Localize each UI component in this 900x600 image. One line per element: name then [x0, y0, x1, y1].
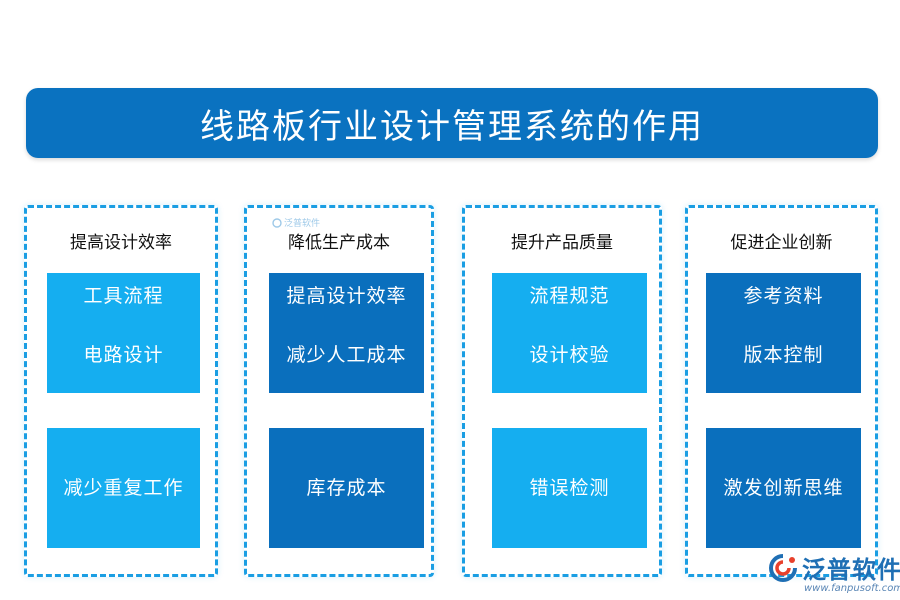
column-title: 提高设计效率: [70, 233, 172, 253]
column-title: 促进企业创新: [730, 233, 833, 253]
item-label: 工具流程: [83, 285, 164, 307]
column-title: 降低生产成本: [288, 233, 390, 253]
item-label: 错误检测: [529, 476, 610, 499]
item-label: 激发创新思维: [723, 476, 844, 499]
item-box: 流程规范 设计校验: [492, 273, 647, 393]
column-efficiency: 提高设计效率 工具流程 电路设计 减少重复工作: [24, 205, 218, 577]
page-title: 线路板行业设计管理系统的作用: [200, 106, 704, 147]
watermark-text: 泛普软件: [284, 219, 321, 229]
logo-url: www.fanpusoft.com: [804, 583, 900, 594]
item-label: 减少人工成本: [286, 344, 407, 366]
item-box: 激发创新思维: [706, 428, 861, 548]
logo-icon: [769, 553, 797, 582]
item-label: 参考资料: [743, 285, 824, 307]
brand-logo: 泛普软件 www.fanpusoft.com: [768, 550, 900, 594]
logo-name: 泛普软件: [802, 556, 900, 584]
item-label: 版本控制: [743, 344, 824, 366]
item-label: 设计校验: [529, 344, 610, 366]
item-label: 流程规范: [529, 285, 610, 307]
column-cost: 降低生产成本 提高设计效率 减少人工成本 库存成本: [244, 205, 434, 577]
column-title: 提升产品质量: [511, 233, 613, 253]
item-label: 库存成本: [306, 476, 387, 499]
item-box: 库存成本: [269, 428, 424, 548]
column-innovation: 促进企业创新 参考资料 版本控制 激发创新思维: [685, 205, 878, 577]
item-label: 提高设计效率: [286, 285, 407, 307]
title-bar: 线路板行业设计管理系统的作用: [26, 88, 878, 158]
item-box: 错误检测: [492, 428, 647, 548]
item-label: 减少重复工作: [63, 476, 184, 499]
item-box: 参考资料 版本控制: [706, 273, 861, 393]
item-label: 电路设计: [83, 344, 164, 366]
logo-icon: [272, 217, 282, 228]
column-quality: 提升产品质量 流程规范 设计校验 错误检测: [462, 205, 662, 577]
watermark: 泛普软件: [272, 216, 320, 229]
item-box: 减少重复工作: [47, 428, 200, 548]
item-box: 工具流程 电路设计: [47, 273, 200, 393]
item-box: 提高设计效率 减少人工成本: [269, 273, 424, 393]
